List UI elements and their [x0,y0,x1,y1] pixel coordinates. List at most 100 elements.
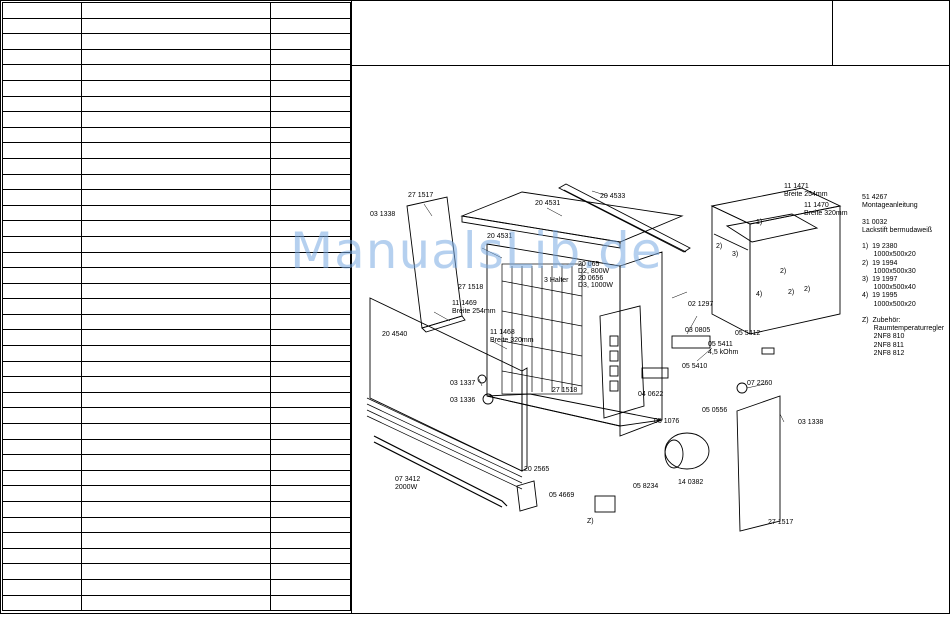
table-cell [1,454,83,471]
table-row [1,189,352,206]
table-cell [81,469,271,487]
table-cell [1,345,83,362]
table-row [1,220,352,237]
side-panel-right [736,395,781,532]
part-label: 27 1518 [458,284,483,291]
table-row [1,235,352,253]
box-markers: 1)2)3)2)4)2)2) [716,219,810,298]
table-cell [1,563,83,580]
table-cell [81,391,271,409]
table-cell [81,345,271,362]
table-cell [1,267,83,284]
part-label: Z) [587,518,594,525]
table-cell [81,376,271,393]
table-cell [269,360,352,378]
fan-motor [664,432,710,470]
table-cell [269,95,352,113]
legend-line: 2NF8 811 [862,341,904,349]
table-cell [1,469,83,487]
table-cell [1,391,83,409]
knob-2 [482,393,494,405]
table-cell [1,126,83,144]
table-cell [81,142,271,159]
table-cell [81,251,271,269]
table-cell [81,563,271,580]
table-cell [81,267,271,284]
column-divider [351,1,352,613]
part-label: 03 1336 [450,397,475,404]
table-cell [1,79,83,97]
table-row [1,157,352,175]
part-label: 05 1076 [654,418,679,425]
table-cell [81,64,271,81]
table-row [1,95,352,113]
table-cell [1,578,83,596]
part-label: 27 1518 [552,387,577,394]
table-cell [269,204,352,222]
legend-line: 1000x500x20 [862,251,916,259]
insulation-package [710,187,842,335]
table-cell [269,516,352,534]
table-cell [269,111,352,128]
legend-line: Lackstift bermudaweiß [862,226,933,234]
table-row [1,64,352,81]
legend-line: 1000x500x40 [862,284,916,292]
part-label: 05 0556 [702,407,727,414]
table-cell [81,235,271,253]
table-cell [1,407,83,425]
table-row [1,407,352,425]
parts-list-table [1,2,352,612]
table-cell [81,501,271,518]
table-cell [81,126,271,144]
table-cell [1,329,83,347]
table-cell [269,298,352,315]
table-cell [81,220,271,237]
table-cell [81,485,271,502]
legend-line [862,210,944,218]
table-cell [81,173,271,191]
part-label: 20 4540 [382,331,407,338]
table-cell [269,33,352,50]
table-row [1,547,352,565]
table-cell [81,423,271,440]
table-cell [269,282,352,300]
table-row [1,282,352,300]
table-cell [269,501,352,518]
legend-line: 2NF8 812 [862,349,905,357]
table-row [1,423,352,440]
title-block [351,1,949,66]
table-cell [1,204,83,222]
table-cell [81,578,271,596]
table-row [1,516,352,534]
table-row [1,391,352,409]
legend-line: Z) Zubehör: [862,317,901,325]
part-label: 27 1517 [768,519,793,526]
table-row [1,48,352,66]
box-marker: 1) [756,219,762,226]
table-cell [269,407,352,425]
part-label: 4,5 kOhm [708,349,739,356]
table-cell [1,173,83,191]
mounting-bracket [516,480,538,512]
table-cell [81,329,271,347]
table-cell [1,189,83,206]
table-row [1,376,352,393]
table-cell [1,251,83,269]
terminal-block-1 [671,335,711,349]
part-label: 07 2260 [747,380,772,387]
table-cell [269,454,352,471]
table-cell [1,438,83,456]
table-row [1,251,352,269]
table-row [1,33,352,50]
heating-element [501,263,583,395]
part-label: 20 0656 [578,275,603,282]
table-row [1,17,352,35]
box-marker: 2) [780,268,786,275]
table-cell [269,235,352,253]
part-label: 11 1468 [490,329,515,336]
table-cell [1,282,83,300]
table-cell [81,282,271,300]
table-cell [1,64,83,81]
table-cell [81,516,271,534]
